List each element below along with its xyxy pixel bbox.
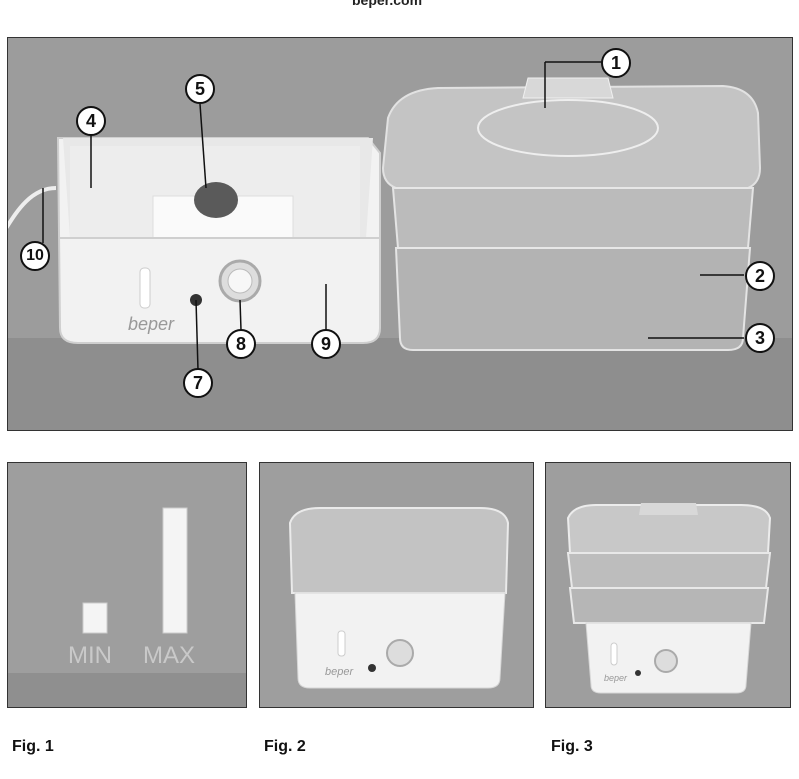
min-label: MIN: [68, 642, 112, 669]
callout-3: 3: [745, 323, 775, 353]
fig2-caption: Fig. 2: [264, 738, 306, 755]
fig2-single-basket-photo: beper: [259, 462, 534, 708]
site-name: beper.com: [352, 0, 423, 8]
callout-4: 4: [76, 106, 106, 136]
page-header: beper.com: [0, 0, 799, 14]
callout-1: 1: [601, 48, 631, 78]
fig2-brand-text: beper: [325, 666, 354, 678]
base-brand-text: beper: [128, 314, 175, 334]
max-label: MAX: [143, 642, 195, 669]
callout-7: 7: [183, 368, 213, 398]
fig3-caption: Fig. 3: [551, 738, 593, 755]
fig1-caption: Fig. 1: [12, 738, 54, 755]
callout-9: 9: [311, 329, 341, 359]
fig3-brand-text: beper: [604, 673, 628, 683]
callout-5: 5: [185, 74, 215, 104]
callout-2: 2: [745, 261, 775, 291]
single-basket-illustration: beper: [260, 463, 533, 707]
callout-10: 10: [20, 241, 50, 271]
fig3-double-basket-photo: beper: [545, 462, 791, 708]
product-overview-photo: beper 1 2 3 4 5 7 8 9 10: [7, 37, 793, 431]
product-overview-illustration: beper: [8, 38, 792, 430]
callout-8: 8: [226, 329, 256, 359]
double-basket-illustration: beper: [546, 463, 790, 707]
water-level-illustration: MIN MAX: [8, 463, 246, 707]
fig1-water-level-photo: MIN MAX: [7, 462, 247, 708]
